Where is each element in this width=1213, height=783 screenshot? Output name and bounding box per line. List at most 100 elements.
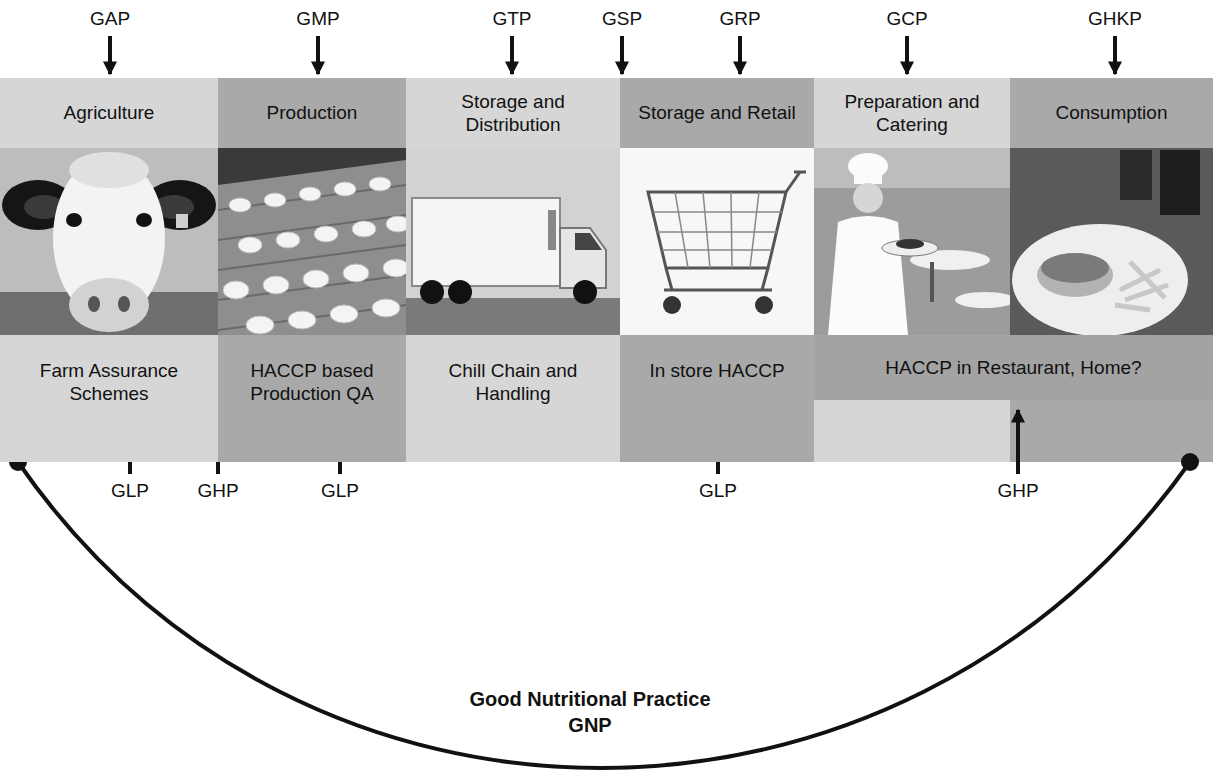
cow-photo-part xyxy=(136,213,152,227)
chef-photo xyxy=(814,148,1010,335)
meal-photo-part xyxy=(1115,262,1168,310)
conveyor-photo-part xyxy=(218,185,406,330)
stage-label: HACCP in Restaurant, Home? xyxy=(885,356,1141,379)
conveyor-photo-part-part xyxy=(330,305,358,323)
cow-photo-part xyxy=(69,152,149,188)
practice-code: GMP xyxy=(273,6,363,32)
curve-label: Good Nutritional Practice xyxy=(380,686,800,712)
stage-header: Preparation and Catering xyxy=(814,78,1010,148)
conveyor-photo-part-part xyxy=(218,215,406,240)
chef-photo-part xyxy=(930,262,934,302)
chef-photo-part xyxy=(854,168,882,184)
gnp-curve xyxy=(9,453,1199,768)
curve-label: GNP xyxy=(490,712,690,738)
chef-photo-part xyxy=(882,240,938,256)
practice-code: GLP xyxy=(673,478,763,504)
truck-photo-part xyxy=(448,280,472,304)
conveyor-photo-part-part xyxy=(334,182,356,196)
stage-header: Storage and Retail xyxy=(620,78,814,148)
truck-photo-part xyxy=(573,280,597,304)
meal-photo-part xyxy=(1010,148,1213,335)
cow-photo-part xyxy=(66,213,82,227)
lower-band-part xyxy=(814,400,1010,462)
cart-photo-part xyxy=(663,296,681,314)
assurance-box: In store HACCP xyxy=(620,335,814,462)
conveyor-photo-part-part xyxy=(223,281,249,299)
conveyor-photo-part-part xyxy=(229,198,251,212)
stage-label: HACCP based Production QA xyxy=(224,359,400,405)
practice-arrow-part xyxy=(1113,36,1117,74)
meal-photo-part xyxy=(1012,224,1188,335)
cart-photo-part-part xyxy=(675,192,688,268)
meal-photo-part xyxy=(1160,150,1200,215)
stage-label: Agriculture xyxy=(64,101,155,124)
conveyor-photo xyxy=(218,148,406,335)
conveyor-photo-part-part xyxy=(246,316,274,334)
assurance-band: HACCP in Restaurant, Home? xyxy=(814,335,1213,400)
truck-photo-part xyxy=(412,198,560,286)
conveyor-photo-part-part xyxy=(372,299,400,317)
cow-photo-part xyxy=(88,296,100,312)
conveyor-photo-part-part xyxy=(264,193,286,207)
cart-photo xyxy=(620,148,814,335)
practice-arrow-part xyxy=(905,36,909,74)
practice-code: GHKP xyxy=(1065,6,1165,32)
assurance-box: HACCP based Production QA xyxy=(218,335,406,462)
truck-photo-part xyxy=(548,210,556,250)
cart-photo-part-part xyxy=(657,231,777,233)
conveyor-photo-part-part xyxy=(238,237,262,253)
cart-photo-part xyxy=(648,172,806,290)
conveyor-photo-part-part xyxy=(369,177,391,191)
stage-label: Production xyxy=(267,101,358,124)
chef-photo-part xyxy=(814,148,1010,188)
cart-photo-part-part xyxy=(794,171,806,174)
assurance-box: Farm Assurance Schemes xyxy=(0,335,218,462)
practice-code: GTP xyxy=(467,6,557,32)
cow-photo-part xyxy=(69,278,149,332)
practice-code: GSP xyxy=(577,6,667,32)
conveyor-photo-part-part xyxy=(386,216,406,232)
conveyor-photo-part-part xyxy=(352,221,376,237)
practice-code: GAP xyxy=(65,6,155,32)
cart-photo-part-part xyxy=(786,172,800,192)
practice-arrow-part xyxy=(620,36,624,74)
truck-photo-part xyxy=(420,280,444,304)
practice-arrow-part xyxy=(316,36,320,74)
stage-label: In store HACCP xyxy=(649,359,784,382)
cow-photo-part xyxy=(0,148,218,335)
cart-photo-part-part xyxy=(662,249,772,251)
cow-photo-part xyxy=(118,296,130,312)
practice-code: GRP xyxy=(695,6,785,32)
cart-photo-part xyxy=(653,192,782,268)
cart-photo-part-part xyxy=(703,192,710,268)
stage-label: Preparation and Catering xyxy=(820,90,1004,136)
conveyor-photo-part xyxy=(218,148,406,335)
stage-label: Consumption xyxy=(1056,101,1168,124)
practice-code: GLP xyxy=(85,478,175,504)
cow-photo-part xyxy=(176,214,188,228)
stage-header: Agriculture xyxy=(0,78,218,148)
cart-photo-part xyxy=(755,296,773,314)
lower-band-part xyxy=(1010,400,1213,462)
cow-photo xyxy=(0,148,218,335)
practice-arrow-part xyxy=(1016,410,1020,474)
practice-arrow xyxy=(110,36,1115,74)
meal-photo-part xyxy=(1120,150,1152,200)
stage-header: Production xyxy=(218,78,406,148)
assurance-box: Chill Chain and Handling xyxy=(406,335,620,462)
stage-header: Storage and Distribution xyxy=(406,78,620,148)
conveyor-photo-part-part xyxy=(303,270,329,288)
truck-photo-part xyxy=(560,228,606,288)
meal-photo-part-part xyxy=(1130,262,1165,298)
practice-code: GLP xyxy=(295,478,385,504)
truck-photo-part xyxy=(575,233,602,250)
conveyor-photo-part-part xyxy=(343,264,369,282)
cart-photo-part-part xyxy=(731,192,732,268)
cart-photo-part-part xyxy=(648,192,786,268)
gnp-curve-part xyxy=(1181,453,1199,471)
truck-photo xyxy=(406,148,620,335)
chef-photo-part xyxy=(853,183,883,213)
conveyor-photo-part-part xyxy=(263,276,289,294)
stage-label: Storage and Retail xyxy=(638,101,795,124)
chef-photo-part xyxy=(828,216,908,335)
